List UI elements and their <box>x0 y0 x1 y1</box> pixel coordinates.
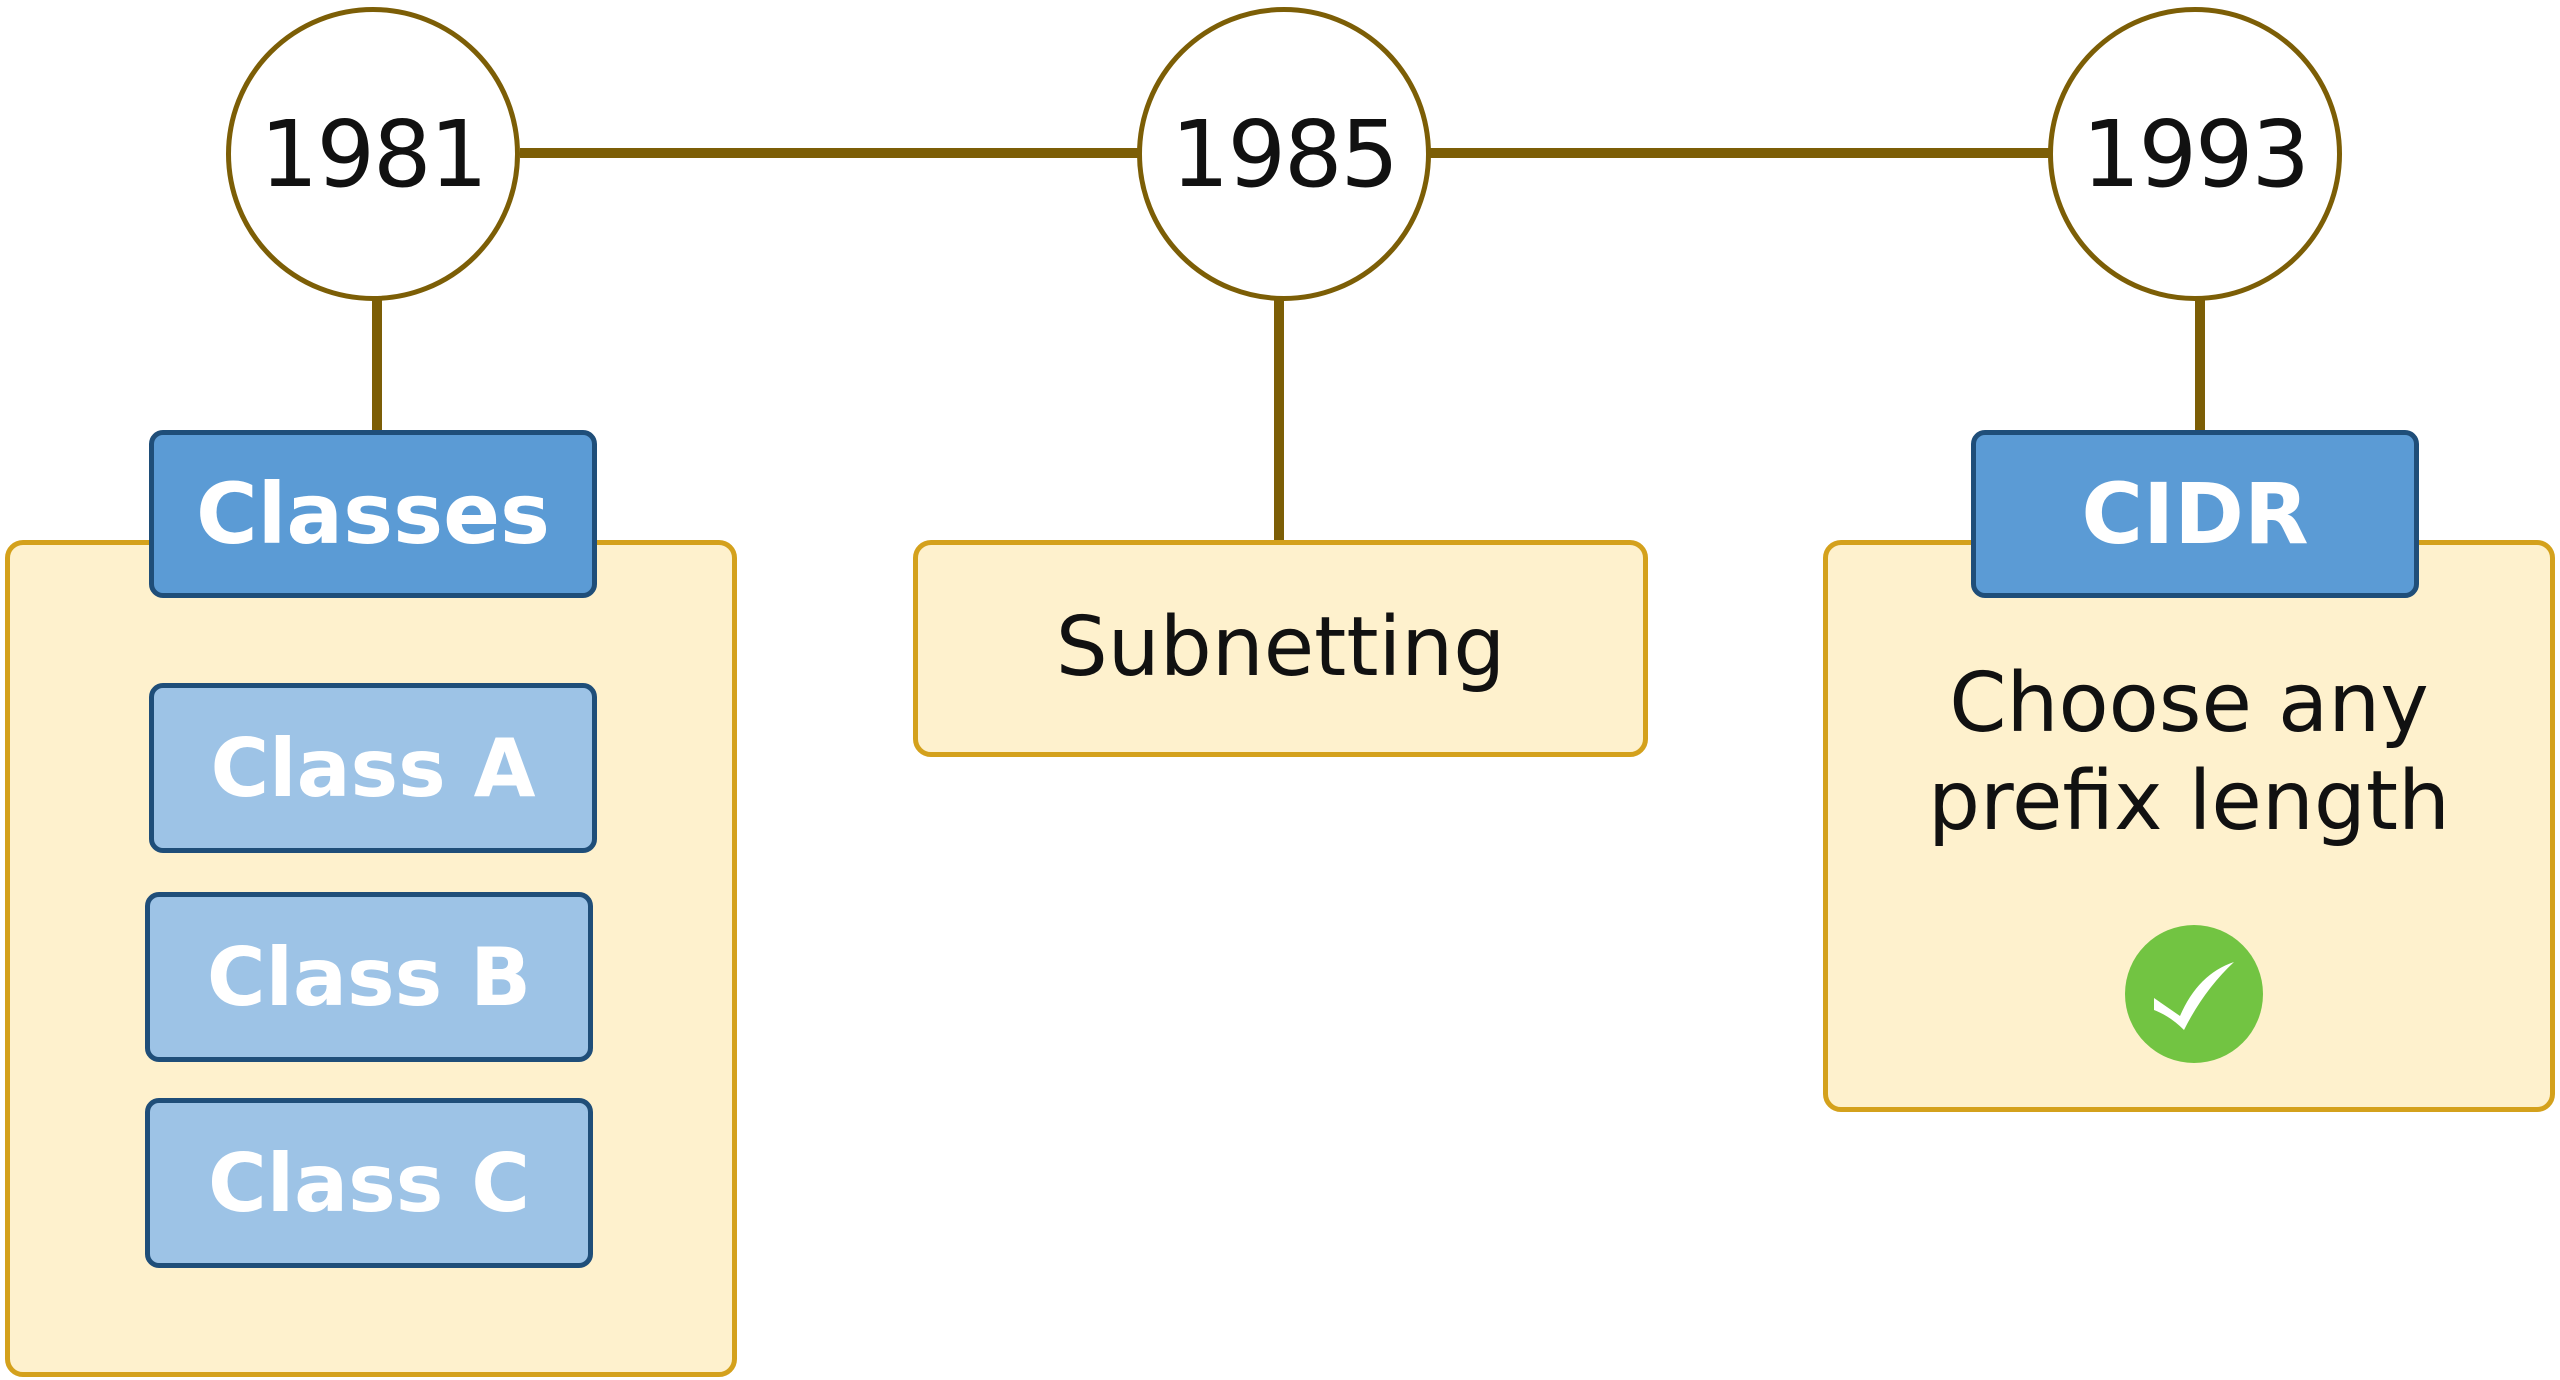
stem-1985 <box>1274 300 1284 542</box>
stem-1981 <box>372 300 382 436</box>
class-label: Class A <box>210 721 536 815</box>
year-circle-1981: 1981 <box>226 7 520 301</box>
year-label: 1981 <box>259 100 488 208</box>
class-b-box: Class B <box>145 892 593 1062</box>
year-label: 1993 <box>2081 100 2310 208</box>
cidr-panel: Choose any prefix length <box>1823 540 2555 1112</box>
class-c-box: Class C <box>145 1098 593 1268</box>
year-label: 1985 <box>1170 100 1399 208</box>
class-label: Class B <box>206 930 532 1024</box>
subnetting-panel: Subnetting <box>913 540 1648 757</box>
cidr-description-line-2: prefix length <box>1927 754 2451 850</box>
cidr-description-line-1: Choose any <box>1949 656 2429 751</box>
class-a-box: Class A <box>149 683 597 853</box>
subnetting-label: Subnetting <box>1055 600 1506 696</box>
cidr-description: Choose any prefix length <box>1828 655 2550 852</box>
year-circle-1993: 1993 <box>2048 7 2342 301</box>
classes-tag: Classes <box>149 430 597 598</box>
stem-1993 <box>2195 300 2205 436</box>
cidr-tag: CIDR <box>1971 430 2419 598</box>
timeline-connector-1985-1993 <box>1430 148 2050 158</box>
check-icon <box>2125 925 2263 1063</box>
timeline-connector-1981-1985 <box>520 148 1140 158</box>
year-circle-1985: 1985 <box>1137 7 1431 301</box>
class-label: Class C <box>208 1136 530 1230</box>
tag-label: CIDR <box>2081 465 2309 563</box>
tag-label: Classes <box>195 465 551 563</box>
